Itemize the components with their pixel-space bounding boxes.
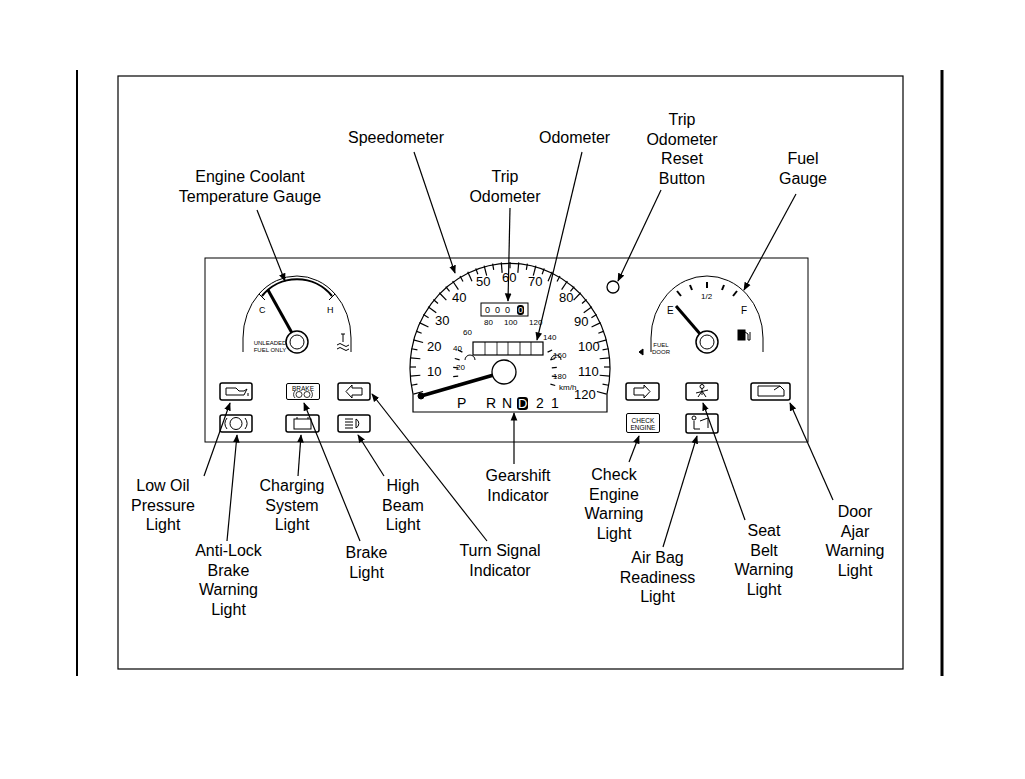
dial-marking: N [502, 396, 512, 410]
indicator-box: BRAKE [286, 383, 320, 400]
dial-marking: 40 [453, 344, 462, 353]
callout-label: Speedometer [348, 130, 444, 146]
callout-label: Turn Signal Indicator [445, 541, 555, 580]
callout-label: Check Engine Warning Light [583, 465, 645, 543]
callout-label: Brake Light [339, 543, 394, 582]
dial-marking: UNLEADED FUEL ONLY [248, 340, 292, 354]
dial-marking: 10 [427, 365, 441, 378]
callout-label: Odometer [539, 130, 610, 146]
dial-marking: R [486, 396, 496, 410]
dial-marking: 100 [578, 340, 600, 353]
dial-marking: E [667, 306, 674, 316]
dial-marking: 60 [463, 328, 472, 337]
dial-marking: H [327, 305, 334, 315]
dial-marking: 120 [574, 388, 596, 401]
dial-marking: km/h [559, 383, 576, 392]
dial-marking: 40 [452, 291, 466, 304]
callout-label: Fuel Gauge [774, 149, 832, 188]
dial-marking: 120 [529, 318, 542, 327]
dial-marking: FUEL DOOR [646, 342, 676, 356]
callout-label: Trip Odometer Reset Button [643, 110, 721, 188]
dial-marking: 160 [553, 351, 566, 360]
callout-label: Door Ajar Warning Light [824, 502, 886, 580]
callout-label: Gearshift Indicator [473, 466, 563, 505]
callout-label: High Beam Light [379, 476, 427, 535]
dial-marking: 110 [578, 365, 599, 378]
dial-marking: 0 [505, 305, 510, 315]
dial-marking: 1/2 [701, 292, 712, 301]
dial-marking: 180 [553, 372, 566, 381]
dial-marking: 20 [456, 363, 465, 372]
dial-marking: 20 [427, 340, 441, 353]
callout-label: Low Oil Pressure Light [127, 476, 199, 535]
dial-marking: 0 [485, 305, 490, 315]
callout-label: Trip Odometer [466, 167, 544, 206]
dial-marking: F [741, 306, 747, 316]
indicator-box: CHECK ENGINE [626, 413, 660, 433]
dial-marking: D [517, 397, 528, 410]
dial-marking: P [457, 396, 466, 410]
dial-marking: 0 [495, 305, 500, 315]
callout-label: Air Bag Readiness Light [615, 548, 700, 607]
dial-marking: 30 [435, 314, 449, 327]
dial-marking: 140 [543, 333, 556, 342]
indicator-text: BRAKE [288, 385, 318, 392]
dial-marking: 2 [536, 396, 544, 410]
dial-marking: C [259, 305, 266, 315]
dial-marking: 90 [574, 315, 588, 328]
dial-marking: 80 [484, 318, 493, 327]
callout-label: Anti-Lock Brake Warning Light [186, 541, 271, 619]
dial-marking: 1 [551, 396, 559, 410]
callout-label: Engine Coolant Temperature Gauge [170, 167, 330, 206]
callout-label: Charging System Light [253, 476, 331, 535]
dial-marking: 50 [476, 275, 490, 288]
callout-label: Seat Belt Warning Light [733, 521, 795, 599]
indicator-text: CHECK ENGINE [628, 417, 658, 431]
dial-marking: 80 [559, 291, 573, 304]
dial-marking: 70 [528, 275, 542, 288]
dial-marking: 60 [502, 271, 516, 284]
dial-marking: 0 [517, 305, 524, 315]
dial-marking: 100 [504, 318, 517, 327]
